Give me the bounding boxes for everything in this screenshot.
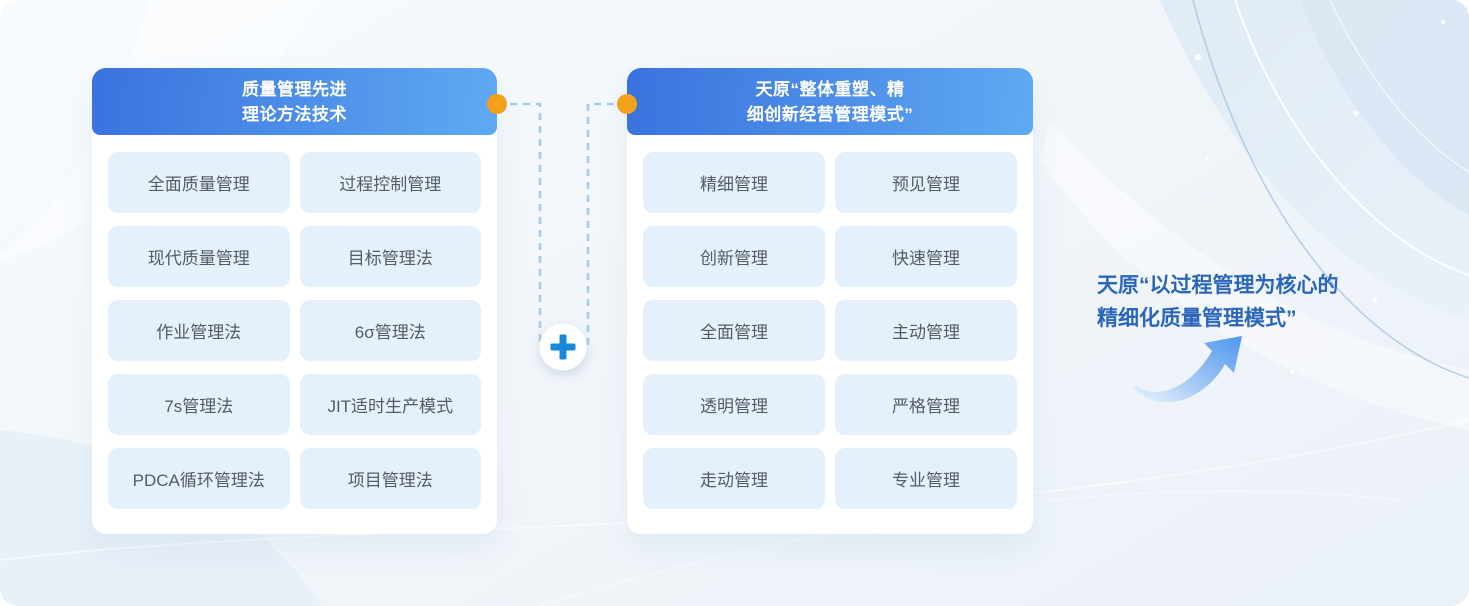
bg-swirl-top-right-inner <box>1300 0 1469 215</box>
method-cell: 6σ管理法 <box>299 300 481 361</box>
method-cell: 作业管理法 <box>108 300 290 361</box>
method-cell: 过程控制管理 <box>299 152 481 213</box>
right-panel-title-line1: 天原“整体重塑、精 <box>755 79 905 99</box>
result-line1: 天原“以过程管理为核心的 <box>1097 274 1339 297</box>
left-panel-header: 质量管理先进 理论方法技术 <box>92 68 497 135</box>
bg-sparkle-dot <box>1290 370 1294 374</box>
right-panel: 天原“整体重塑、精 细创新经营管理模式” 精细管理 预见管理 创新管理 快速管理… <box>627 68 1033 534</box>
right-panel-title-line2: 细创新经营管理模式” <box>746 104 914 124</box>
mode-cell: 快速管理 <box>835 226 1017 287</box>
method-cell: JIT适时生产模式 <box>299 374 481 435</box>
bg-sparkle-dot <box>1205 156 1209 160</box>
left-panel-title-line1: 质量管理先进 <box>242 79 347 99</box>
bg-curve-line-white-1 <box>1234 0 1469 276</box>
mode-cell: 全面管理 <box>643 300 825 361</box>
mode-cell: 专业管理 <box>835 448 1017 509</box>
method-cell: 全面质量管理 <box>108 152 290 213</box>
left-panel-title-line2: 理论方法技术 <box>242 104 347 124</box>
left-panel-grid: 全面质量管理 过程控制管理 现代质量管理 目标管理法 作业管理法 6σ管理法 7… <box>92 135 497 509</box>
growth-arrow-icon <box>1134 336 1242 403</box>
method-cell: PDCA循环管理法 <box>108 448 290 509</box>
method-cell: 项目管理法 <box>299 448 481 509</box>
bg-sparkle-dot <box>250 36 254 40</box>
bg-sparkle-dot <box>1353 110 1359 116</box>
mode-cell: 精细管理 <box>643 152 825 213</box>
left-panel: 质量管理先进 理论方法技术 全面质量管理 过程控制管理 现代质量管理 目标管理法… <box>92 68 497 534</box>
method-cell: 7s管理法 <box>108 374 290 435</box>
right-panel-grid: 精细管理 预见管理 创新管理 快速管理 全面管理 主动管理 透明管理 严格管理 … <box>627 135 1033 509</box>
bg-curve-line-white-2 <box>1329 0 1469 173</box>
mode-cell: 主动管理 <box>835 300 1017 361</box>
bg-sparkle-dot <box>101 46 105 50</box>
bg-white-band <box>1040 120 1469 430</box>
mode-cell: 走动管理 <box>643 448 825 509</box>
mode-cell: 创新管理 <box>643 226 825 287</box>
mode-cell: 严格管理 <box>835 374 1017 435</box>
result-line2: 精细化质量管理模式” <box>1097 307 1297 330</box>
growth-arrow-shape <box>1134 336 1242 403</box>
bg-curve-line-blue <box>1192 0 1469 379</box>
mode-cell: 预见管理 <box>835 152 1017 213</box>
method-cell: 目标管理法 <box>299 226 481 287</box>
method-cell: 现代质量管理 <box>108 226 290 287</box>
right-panel-header: 天原“整体重塑、精 细创新经营管理模式” <box>627 68 1033 135</box>
bg-sparkle-dot <box>1441 20 1445 24</box>
result-statement: 天原“以过程管理为核心的 精细化质量管理模式” <box>1097 269 1339 335</box>
bg-sparkle-dot <box>1372 297 1378 303</box>
bg-sparkle-dot <box>1195 54 1201 60</box>
mode-cell: 透明管理 <box>643 374 825 435</box>
